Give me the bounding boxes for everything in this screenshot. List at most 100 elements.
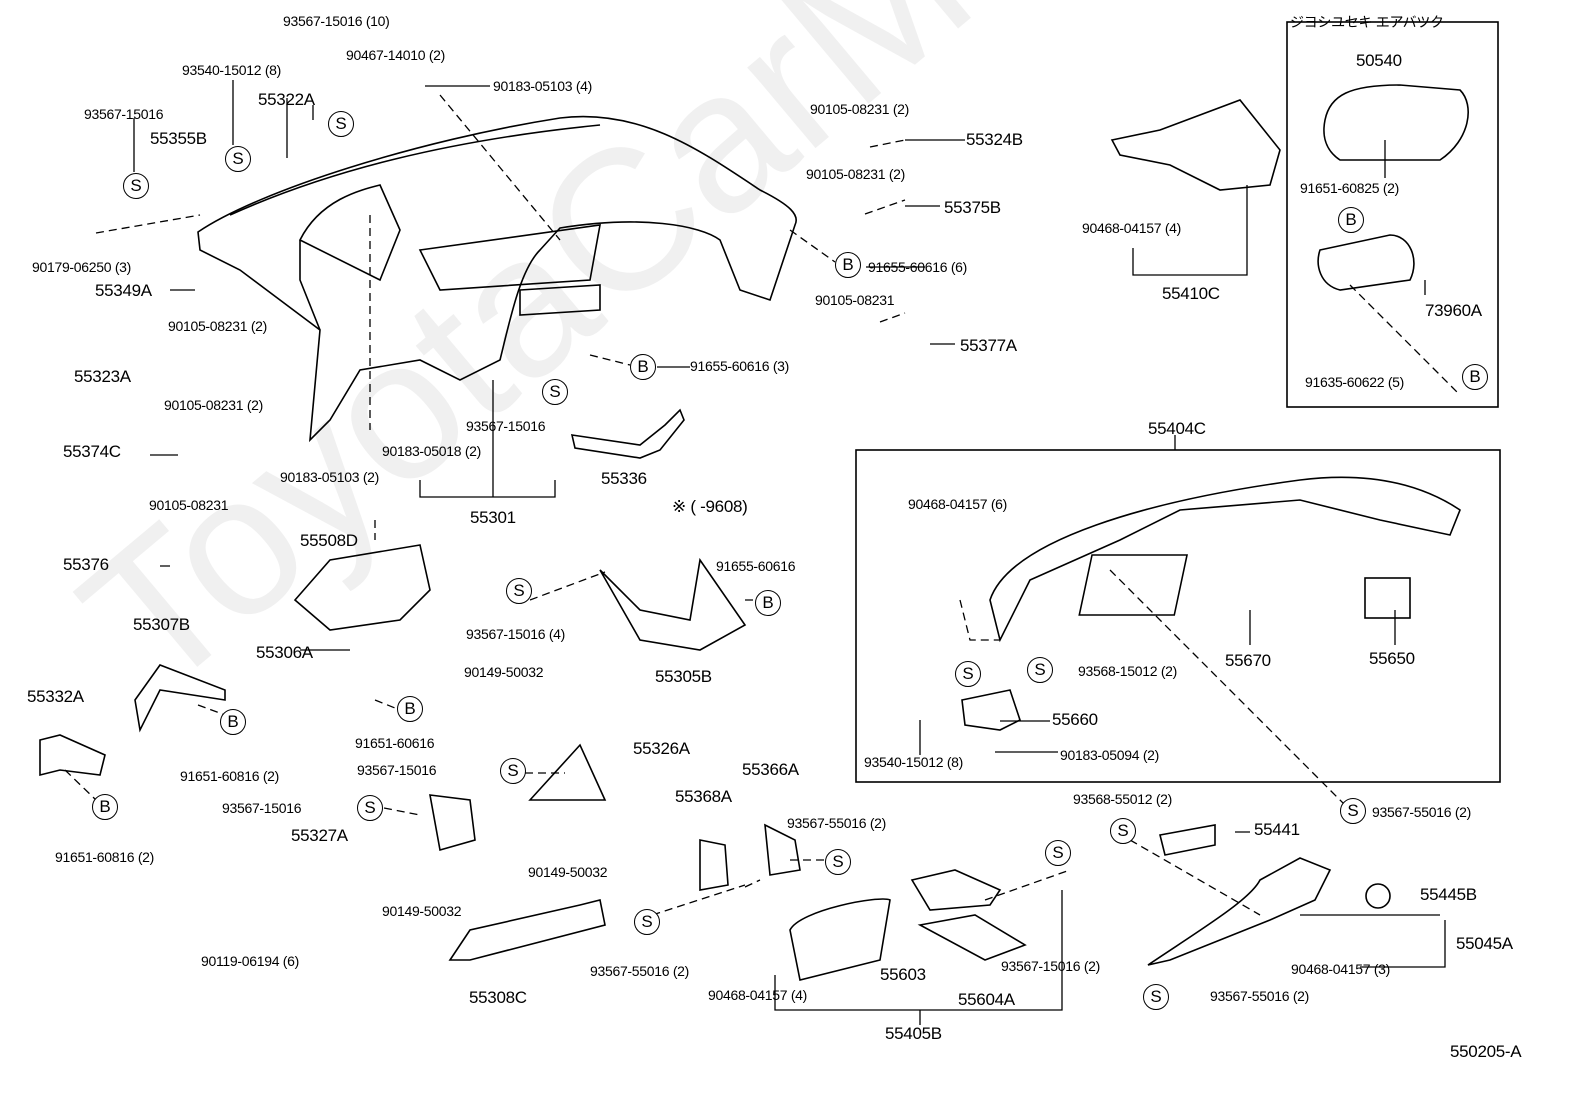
part-label: 93567-15016 [84,106,164,122]
screw-marker-s: S [542,379,568,405]
part-label: 55327A [291,826,348,845]
part-label: 90105-08231 [815,292,895,308]
part-label: 91651-60816 (2) [55,849,155,865]
register-55670 [1078,554,1189,616]
part-label: 55604A [958,990,1015,1009]
part-label: 90468-04157 (4) [708,987,808,1003]
date-note: ※ ( -9608) [672,497,748,516]
part-label: 93567-55016 (2) [590,963,690,979]
screw-marker-s: S [357,795,383,821]
part-label: 90105-08231 (2) [810,101,910,117]
pocket-55660 [961,689,1021,731]
bracket-55327A [429,794,476,852]
part-label: 90105-08231 (2) [164,397,264,413]
part-label: 55368A [675,787,732,806]
instrument-panel-55301 [197,115,797,443]
part-label: 55324B [966,130,1023,149]
part-label: 90119-06194 (6) [201,953,299,969]
cluster-finish-55405B [789,898,891,981]
brace-55305B [599,557,747,651]
bracket-55308C [448,899,606,961]
part-label: 55374C [63,442,121,461]
screw-marker-s: S [328,111,354,137]
panel-group-box [855,449,1501,783]
airbag-module-73960A [1317,234,1415,291]
grommet-55445B [1365,883,1391,909]
part-label: 93540-15012 (8) [864,754,964,770]
part-label: 55441 [1254,820,1300,839]
bolt-marker-b: B [630,354,656,380]
part-label: 55336 [601,469,647,488]
part-label: 55376 [63,555,109,574]
part-label: 91651-60825 (2) [1300,180,1400,196]
part-label: 93567-55016 (2) [787,815,887,831]
part-label: 93567-55016 (2) [1210,988,1310,1004]
group-title-airbag: ジヨシユセキ エアバツク [1290,14,1444,30]
box-55441 [1159,824,1216,856]
part-label: 93567-15016 (4) [466,626,566,642]
part-label: 55405B [885,1024,942,1043]
part-label: 55045A [1456,934,1513,953]
part-label: 90183-05103 (2) [280,469,380,485]
part-label: 90468-04157 (3) [1291,961,1391,977]
part-label: 55375B [944,198,1001,217]
part-label: 55308C [469,988,527,1007]
part-label: 55305B [655,667,712,686]
part-label: 50540 [1356,51,1402,70]
part-label: 55355B [150,129,207,148]
part-label: 91655-60616 [716,558,796,574]
bolt-marker-b: B [755,590,781,616]
screw-marker-s: S [955,661,981,687]
part-label: 55307B [133,615,190,634]
part-label: 55349A [95,281,152,300]
part-label: 90183-05018 (2) [382,443,482,459]
part-label: 93540-15012 (8) [182,62,282,78]
part-label: 90468-04157 (6) [908,496,1008,512]
part-label: 91651-60816 (2) [180,768,280,784]
part-label: 93567-15016 (10) [283,13,390,29]
part-label: 55603 [880,965,926,984]
part-label: 90105-08231 (2) [806,166,906,182]
part-label: 90149-50032 [382,903,462,919]
airbag-group-box [1286,21,1499,408]
bolt-marker-b: B [92,794,118,820]
cluster-bezel-55410C [1110,99,1281,191]
part-label: 55670 [1225,651,1271,670]
part-label: 55326A [633,739,690,758]
part-label: 90179-06250 (3) [32,259,132,275]
part-label: 90149-50032 [464,664,544,680]
bolt-marker-b: B [220,709,246,735]
part-label: 90105-08231 (2) [168,318,268,334]
bolt-marker-b: B [835,252,861,278]
part-label: 55332A [27,687,84,706]
bracket-55366A [764,823,801,876]
part-label: 55377A [960,336,1017,355]
screw-marker-s: S [634,909,660,935]
bracket-55368A [699,839,729,891]
part-label: 55301 [470,508,516,527]
part-label: 90149-50032 [528,864,608,880]
screw-marker-s: S [1340,798,1366,824]
airbag-cover-50540 [1323,84,1469,161]
part-label: 93567-15016 [466,418,546,434]
screw-marker-s: S [1027,657,1053,683]
screw-marker-s: S [123,173,149,199]
part-label: 90467-14010 (2) [346,47,446,63]
part-label: 55410C [1162,284,1220,303]
screw-marker-s: S [1143,984,1169,1010]
screw-marker-s: S [1045,840,1071,866]
part-label: 55404C [1148,419,1206,438]
register-55650 [1364,577,1411,619]
screw-marker-s: S [225,146,251,172]
panel-55045A [1147,857,1332,966]
screw-marker-s: S [500,758,526,784]
part-label: 55445B [1420,885,1477,904]
part-label: 55323A [74,367,131,386]
bracket-55307B [134,664,226,733]
part-label: 55322A [258,90,315,109]
bracket-55508D [293,544,431,631]
part-label: 93567-15016 (2) [1001,958,1101,974]
bolt-marker-b: B [397,696,423,722]
